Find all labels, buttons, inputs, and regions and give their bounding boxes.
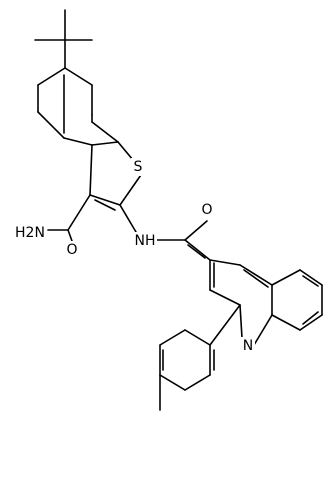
amide-o-right-label: O [201,202,212,218]
bond-line [184,239,211,261]
atom-label-layer: H2N O S NH O N [13,158,255,355]
bond-line [37,67,66,86]
bond-line [67,229,73,242]
double-bond-line [187,244,206,259]
double-bond-line [302,275,319,287]
linker-nh-bg [133,232,157,250]
bond-line [209,289,241,306]
bond-line [117,141,134,161]
bond-line [159,329,186,346]
bond-line [299,269,323,286]
bond-line [91,121,119,143]
bond-line [63,137,93,146]
double-bond-line [302,311,319,325]
thiophene-s-label: S [134,159,143,175]
bond-line [159,374,186,391]
bond-line [209,304,241,346]
bond-line [89,194,121,206]
amide-o-left-bg [65,241,79,259]
bond-line [184,374,211,391]
double-bond-line [243,269,269,288]
bond-line [119,171,144,206]
amide-nh2-bg [13,224,47,242]
bond-line [299,314,323,331]
bond-line [239,304,243,339]
bond-line [64,67,93,86]
bond-line [119,204,137,233]
thiophene-s-bg [131,158,145,176]
bond-line [91,141,119,146]
amide-o-right-bg [200,201,214,219]
linker-nh-label: NH [135,233,156,249]
bond-line [209,259,241,266]
double-bond-line [94,199,116,211]
bond-layer [34,9,323,411]
bond-line [184,220,208,241]
amide-nh2-label: H2N [15,225,45,241]
amide-o-left-label: O [66,242,77,258]
bond-line [253,314,273,346]
bond-line [67,194,91,231]
bond-line [271,314,301,331]
bond-line [184,329,211,346]
bond-line [271,269,301,286]
bond-line [89,144,93,196]
bond-line [239,264,273,286]
bond-line [37,111,65,139]
quinoline-n-label: N [243,338,253,354]
quinoline-n-bg [241,337,255,355]
